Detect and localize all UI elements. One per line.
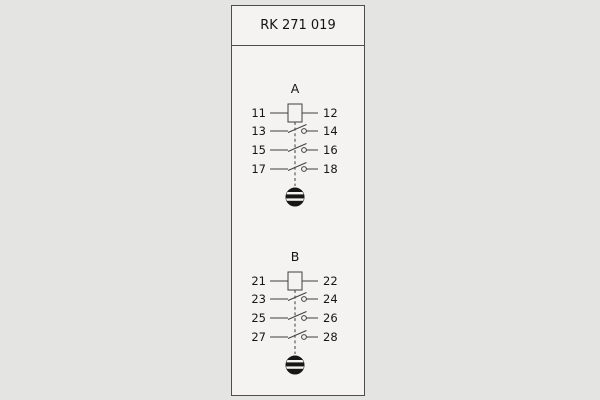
coil-row-a [270,103,318,123]
section-b-schematic: 21 22 23 24 25 26 27 28 [251,271,338,375]
coil-symbol [287,103,303,123]
terminal-number: 17 [251,162,266,176]
contact-row [270,124,318,134]
terminal-number: 22 [323,274,338,288]
terminal-number: 23 [251,292,266,306]
terminal-number: 24 [323,292,338,306]
contact-row [270,330,318,340]
coil-row-b [270,271,318,291]
section-a-label: A [290,81,300,96]
terminal-number: 18 [323,162,338,176]
terminal-number: 15 [251,143,266,157]
terminal-number: 16 [323,143,338,157]
striped-ball-icon [285,187,305,207]
module-title: RK 271 019 [260,18,336,33]
striped-ball-icon [285,355,305,375]
module-header: RK 271 019 [232,6,364,46]
module-body: A [232,46,364,395]
relay-module-panel: RK 271 019 A [231,5,365,396]
coil-symbol [287,271,303,291]
terminal-number: 13 [251,124,266,138]
terminal-number: 28 [323,330,338,344]
contact-row [270,162,318,172]
terminal-number: 14 [323,124,338,138]
contact-row [270,292,318,302]
terminal-number: 27 [251,330,266,344]
contact-row [270,311,318,321]
terminal-number: 25 [251,311,266,325]
section-a-schematic: 11 12 13 14 15 16 17 18 [251,103,338,207]
terminal-number: 26 [323,311,338,325]
contact-row [270,143,318,153]
terminal-number: 12 [323,106,338,120]
terminal-number: 21 [251,274,266,288]
section-b-label: B [290,249,300,264]
terminal-number: 11 [251,106,266,120]
